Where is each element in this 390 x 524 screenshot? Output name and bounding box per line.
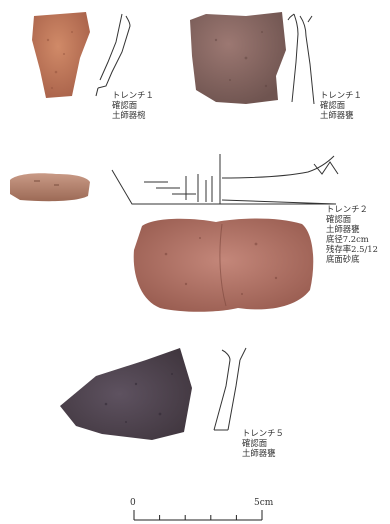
- sherd-photo-1: [32, 12, 90, 98]
- profile-drawing-5: [213, 347, 247, 431]
- profile-drawing-2: [287, 13, 315, 105]
- scale-bar: [133, 510, 263, 521]
- caption-3-survival-rate: 残存率2.5/12: [326, 244, 378, 254]
- sherd-photo-2: [190, 12, 286, 104]
- caption-2-layer: 確認面: [320, 100, 346, 110]
- caption-1: トレンチ１ 確認面 土師器椀: [112, 90, 154, 120]
- profile-drawing-3: [111, 154, 339, 205]
- profile-drawing-1: [95, 13, 131, 97]
- caption-5-type: 土師器甕: [242, 448, 276, 458]
- caption-5: トレンチ５ 確認面 土師器甕: [242, 428, 284, 458]
- caption-3-base-note: 底面砂底: [326, 254, 360, 264]
- sherd-photo-4: [133, 218, 314, 312]
- caption-1-type: 土師器椀: [112, 110, 146, 120]
- caption-2-type: 土師器甕: [320, 110, 354, 120]
- caption-3-type: 土師器甕: [326, 224, 360, 234]
- scale-label-zero: 0: [130, 498, 136, 508]
- caption-5-layer: 確認面: [242, 438, 268, 448]
- scale-label-end: 5cm: [254, 498, 274, 508]
- sherd-photo-5: [60, 348, 192, 440]
- sherd-photo-3: [10, 173, 90, 202]
- caption-5-trench: トレンチ５: [242, 428, 284, 438]
- caption-1-layer: 確認面: [112, 100, 138, 110]
- caption-3-layer: 確認面: [326, 214, 352, 224]
- caption-3-trench: トレンチ２: [326, 204, 368, 214]
- caption-3-base-diameter: 底径7.2cm: [326, 234, 369, 244]
- caption-2-trench: トレンチ１: [320, 90, 362, 100]
- caption-3: トレンチ２ 確認面 土師器甕 底径7.2cm 残存率2.5/12 底面砂底: [326, 204, 378, 264]
- caption-2: トレンチ１ 確認面 土師器甕: [320, 90, 362, 120]
- caption-1-trench: トレンチ１: [112, 90, 154, 100]
